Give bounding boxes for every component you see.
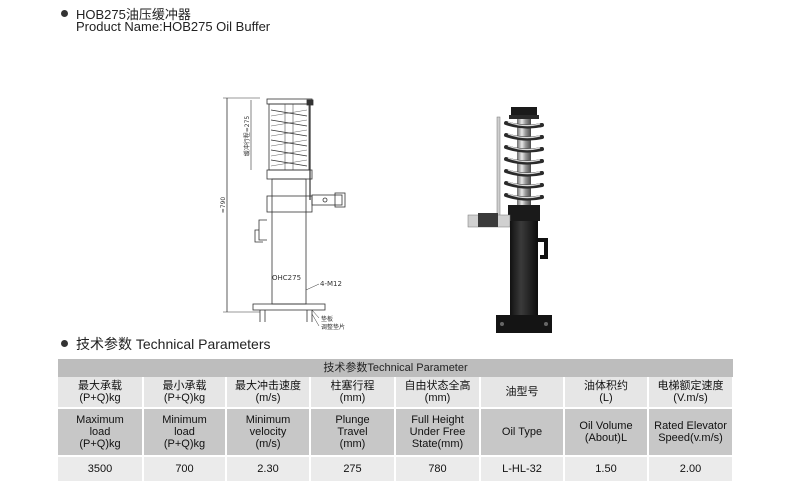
table-cell-line: (P+Q)kg bbox=[79, 392, 121, 404]
table-cell-line: (V.m/s) bbox=[673, 392, 708, 404]
table-cell-line: Minimum bbox=[245, 414, 291, 426]
table-cell: 柱塞行程(mm) bbox=[310, 377, 396, 409]
section-title: 技术参数 Technical Parameters bbox=[76, 336, 271, 352]
table-cell-line: Maximum bbox=[76, 414, 124, 426]
table-cell: L-HL-32 bbox=[480, 456, 565, 481]
table-cell: 1.50 bbox=[564, 456, 649, 481]
table-cell-line: (P+Q)kg bbox=[163, 438, 206, 450]
table-cell-line: 最小承载 bbox=[162, 380, 207, 392]
table-cell: 780 bbox=[395, 456, 481, 481]
table-cell-line: 最大冲击速度 bbox=[235, 380, 301, 392]
table-cell-line: 柱塞行程 bbox=[330, 380, 375, 392]
technical-drawing: 缓冲行程=275 ≈790 OHC275 4-M12 垫板 调整垫片 bbox=[215, 90, 365, 335]
model-label: OHC275 bbox=[272, 274, 301, 282]
height-dimension-label: ≈790 bbox=[220, 197, 227, 214]
product-name: Product Name:HOB275 Oil Buffer bbox=[76, 19, 271, 34]
table-cell-line: (L) bbox=[599, 392, 613, 404]
table-cell: 最大冲击速度(m/s) bbox=[226, 377, 311, 409]
table-cell: 2.30 bbox=[226, 456, 311, 481]
table-cell: Oil Volume(About)L bbox=[564, 408, 649, 457]
table-cell-line: Full Height bbox=[411, 414, 464, 426]
table-cell-line: Under Free bbox=[409, 426, 466, 438]
table-cell-line: 自由状态全高 bbox=[404, 380, 471, 392]
pad-label: 垫板 bbox=[321, 315, 333, 323]
table-cell: 油型号 bbox=[480, 377, 565, 409]
table-cell: 自由状态全高(mm) bbox=[395, 377, 481, 409]
header-bullet bbox=[61, 10, 68, 17]
table-cell-line: (mm) bbox=[424, 392, 451, 404]
table-cell-line: load bbox=[174, 426, 195, 438]
table-cell-line: 油型号 bbox=[505, 386, 539, 398]
table-cell: Oil Type bbox=[480, 408, 565, 457]
table-cell: 油体积约(L) bbox=[564, 377, 649, 409]
table-cell-line: (mm) bbox=[339, 438, 366, 450]
table-cell-line: Oil Type bbox=[501, 426, 543, 438]
bolt-label: 4-M12 bbox=[320, 280, 342, 288]
shim-label: 调整垫片 bbox=[321, 323, 345, 331]
table-cell-line: Minimum bbox=[162, 414, 207, 426]
table-cell-line: 电梯额定速度 bbox=[657, 380, 724, 392]
table-cell-line: (About)L bbox=[584, 432, 628, 444]
table-cell-line: (m/s) bbox=[255, 438, 281, 450]
table-cell-line: Speed(v.m/s) bbox=[658, 432, 723, 444]
table-cell: 700 bbox=[143, 456, 227, 481]
table-cell-line: Plunge bbox=[335, 414, 370, 426]
table-caption-row: 技术参数Technical Parameter bbox=[58, 359, 734, 377]
table-cell: 2.00 bbox=[648, 456, 735, 481]
table-cell: 275 bbox=[310, 456, 396, 481]
table-cell: 电梯额定速度(V.m/s) bbox=[648, 377, 735, 409]
table-cell-line: (P+Q)kg bbox=[79, 438, 121, 450]
table-caption: 技术参数Technical Parameter bbox=[58, 359, 734, 377]
table-cell-line: Travel bbox=[337, 426, 368, 438]
product-photo bbox=[460, 105, 580, 340]
table-cell-line: 油体积约 bbox=[584, 380, 628, 392]
table-cell-line: Rated Elevator bbox=[654, 420, 727, 432]
table-cell-line: Oil Volume bbox=[579, 420, 633, 432]
table-cell: 最大承载(P+Q)kg bbox=[58, 377, 144, 409]
table-cell-line: load bbox=[89, 426, 111, 438]
table-cell-line: (mm) bbox=[339, 392, 366, 404]
table-cell-line: 最大承载 bbox=[78, 380, 122, 392]
table-cell-line: State(mm) bbox=[411, 438, 464, 450]
section-bullet bbox=[61, 340, 68, 347]
table-cell-line: velocity bbox=[249, 426, 287, 438]
stroke-dimension-label: 缓冲行程=275 bbox=[243, 116, 251, 157]
table-cell-line: (m/s) bbox=[255, 392, 281, 404]
product-title: HOB275油压缓冲器 bbox=[76, 7, 191, 22]
table-cell: 最小承载(P+Q)kg bbox=[143, 377, 227, 409]
table-cell-line: (P+Q)kg bbox=[163, 392, 206, 404]
table-cell: 3500 bbox=[58, 456, 144, 481]
